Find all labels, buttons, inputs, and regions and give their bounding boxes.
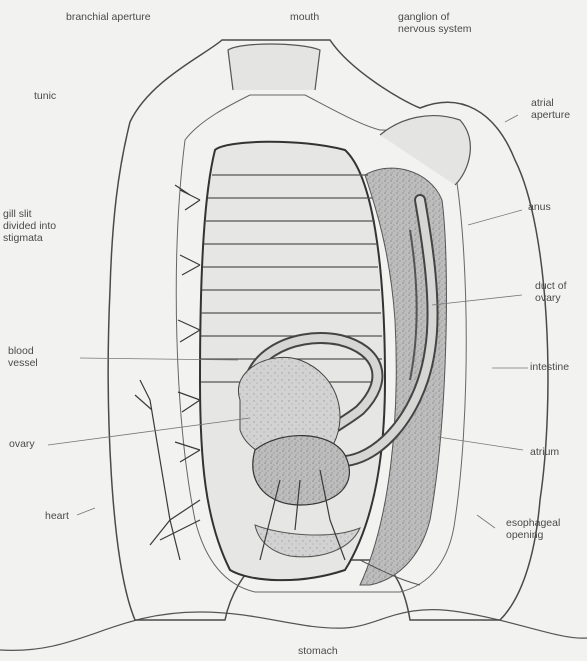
label-ganglion: ganglion of nervous system <box>398 11 472 35</box>
label-tunic: tunic <box>34 90 56 102</box>
label-duct-of-ovary: duct of ovary <box>535 280 567 304</box>
label-branchial-aperture: branchial aperture <box>66 11 151 23</box>
label-heart: heart <box>45 510 69 522</box>
label-stomach: stomach <box>298 645 338 657</box>
substrate-outline <box>0 610 587 651</box>
label-intestine: intestine <box>530 361 569 373</box>
stomach-sac <box>253 436 350 505</box>
branchial-siphon <box>228 44 320 90</box>
label-gill-slit: gill slit divided into stigmata <box>3 208 56 244</box>
label-mouth: mouth <box>290 11 319 23</box>
label-ovary: ovary <box>9 438 35 450</box>
label-blood-vessel: blood vessel <box>8 345 38 369</box>
label-atrial-aperture: atrial aperture <box>531 97 570 121</box>
label-esophageal-opening: esophageal opening <box>506 517 560 541</box>
label-atrium: atrium <box>530 446 559 458</box>
label-anus: anus <box>528 201 551 213</box>
